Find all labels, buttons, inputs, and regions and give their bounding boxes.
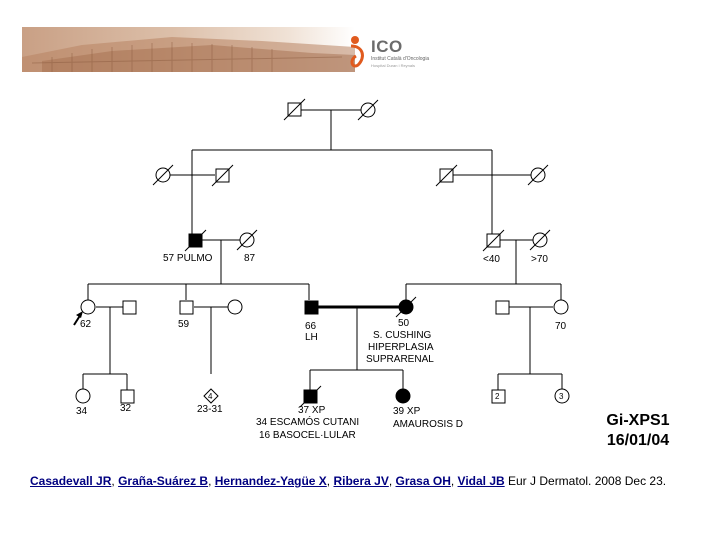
citation-author-link[interactable]: Graña-Suárez B (118, 474, 209, 488)
citation-author-link[interactable]: Vidal JB (457, 474, 505, 488)
gen4-sibship-diamond (203, 388, 219, 404)
logo-tagline: Hospital Duran i Reynals (371, 63, 416, 68)
pedigree-code-date: 16/01/04 (606, 432, 670, 449)
citation-author-link[interactable]: Grasa OH (395, 474, 451, 488)
gen2-male-deceased-slash (211, 164, 234, 187)
label-iv-4b: 34 ESCAMÓS CUTANI (256, 415, 359, 428)
gen4-female-affected (395, 388, 411, 404)
label-iii-3: 59 (178, 319, 190, 330)
ico-logo-mark-icon (350, 36, 364, 68)
label-ii-2: 87 (244, 253, 256, 264)
gen3-male-affected-father (304, 300, 319, 315)
citation-separator: , (326, 474, 334, 488)
label-iv-4c: 16 BASOCEL·LULAR (259, 430, 356, 441)
label-iii-6a: 50 (398, 318, 410, 329)
gen2-male-affected-deceased-slash (184, 229, 207, 252)
gen3-female-consultand (80, 299, 96, 315)
consultand-arrowhead-icon (76, 311, 83, 318)
gen4-male-sibship (491, 389, 506, 404)
gen1-male-deceased-slash (283, 98, 306, 121)
label-ii-3: <40 (483, 254, 500, 265)
label-iii-6c: HIPERPLASIA (368, 342, 434, 353)
citation-journal: Eur J Dermatol. 2008 Dec 23. (504, 474, 667, 488)
citation-separator: , (208, 474, 215, 488)
label-iv-2: 32 (120, 403, 132, 414)
gen4-male-deceased-slash (299, 385, 322, 408)
gen2-male-deceased-slash (435, 164, 458, 187)
gen2-male-deceased-slash (482, 229, 505, 252)
label-ii-1: 57 PULMO (163, 253, 213, 264)
gen4-male (120, 389, 135, 404)
gen1-female-deceased-slash (357, 99, 379, 121)
gen3-male-spouse (495, 300, 510, 315)
label-iii-5: 66 (305, 321, 317, 332)
pedigree-code-id: Gi-XPS1 (606, 412, 670, 429)
gen3-male-spouse (122, 300, 137, 315)
label-iii-6d: SUPRARENAL (366, 354, 434, 365)
pedigree-code: Gi-XPS1 16/01/04 (593, 411, 683, 451)
gen2-female-deceased-slash (236, 229, 258, 251)
gen4-female (75, 388, 91, 404)
gen3-male (179, 300, 194, 315)
gen2-female-deceased-slash (527, 164, 549, 186)
header-banner-image (22, 27, 355, 72)
label-iv-1: 34 (76, 406, 88, 417)
label-iii-6b: S. CUSHING (373, 330, 432, 341)
citation-author-link[interactable]: Ribera JV (333, 474, 389, 488)
label-iv-3-count: 4 (208, 392, 213, 401)
label-iii-1: 62 (80, 319, 92, 330)
label-iv-4a: 37 XP (298, 405, 326, 416)
logo-subtitle: Institut Català d'Oncologia (371, 56, 430, 62)
label-iv-7-count: 3 (559, 392, 564, 401)
label-ii-4: >70 (531, 254, 548, 265)
label-iv-3: 23-31 (197, 404, 223, 415)
pedigree-lines (82, 109, 563, 390)
gen3-female-deceased-slash (395, 296, 417, 318)
gen2-female-deceased-slash (152, 164, 174, 186)
gen2-female-deceased-slash (529, 229, 551, 251)
label-iv-5a: 39 XP (393, 406, 421, 417)
label-iii-5b: LH (305, 332, 318, 343)
label-iv-6-count: 2 (495, 392, 500, 401)
citation-separator: , (450, 474, 458, 488)
citation: Casadevall JR, Graña-Suárez B, Hernandez… (30, 474, 666, 488)
ico-logo: ICO Institut Català d'Oncologia Hospital… (345, 32, 475, 72)
citation-separator: , (111, 474, 119, 488)
logo-name: ICO (371, 37, 403, 56)
label-iii-8: 70 (555, 321, 567, 332)
citation-author-link[interactable]: Hernandez-Yagüe X (214, 474, 327, 488)
gen3-female (553, 299, 569, 315)
gen3-female-spouse (227, 299, 243, 315)
label-iv-5b: AMAUROSIS D (393, 419, 463, 430)
citation-separator: , (388, 474, 396, 488)
citation-author-link[interactable]: Casadevall JR (30, 474, 112, 488)
gen4-female-sibship (554, 388, 570, 404)
